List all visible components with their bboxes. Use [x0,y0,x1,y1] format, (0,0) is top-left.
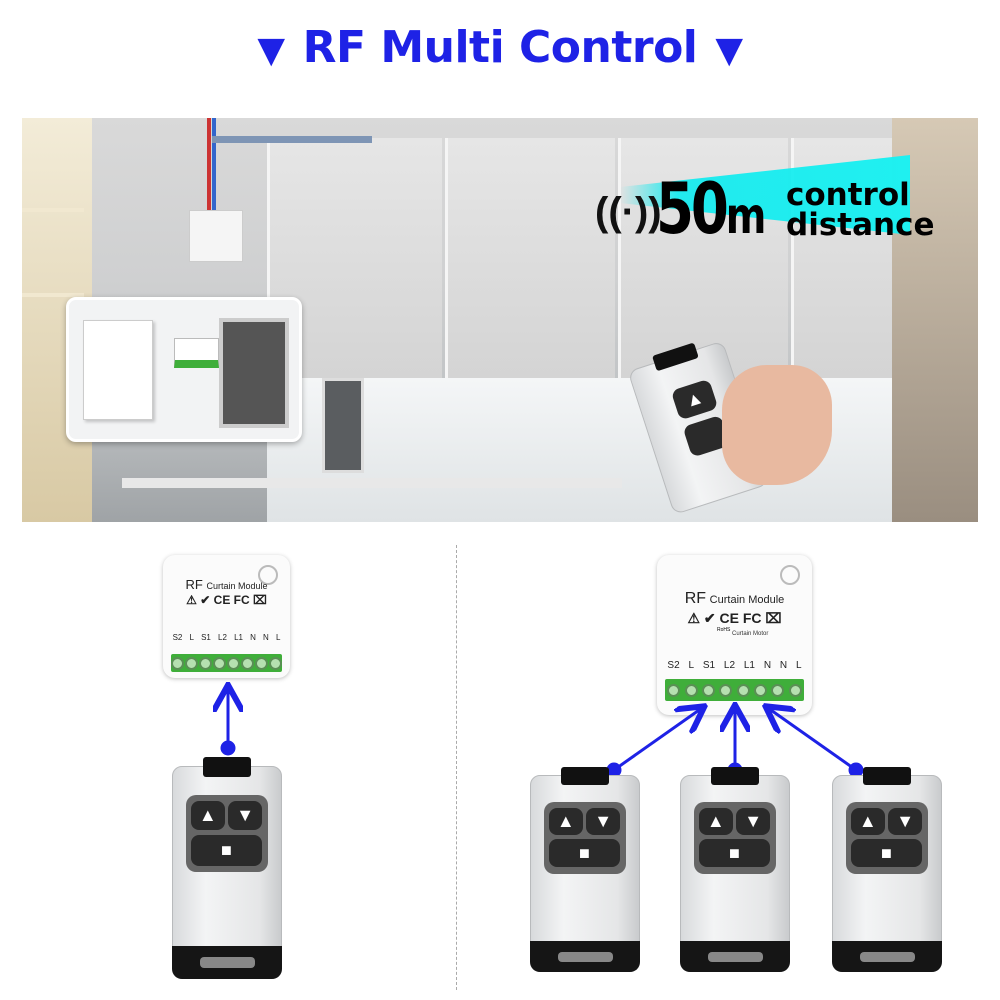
wire [207,118,211,218]
rf-remote: ▲ ▼ ■ [172,757,282,979]
shelf [22,208,84,212]
rf-remote: ▲ ▼ ■ [530,767,640,972]
stop-button[interactable]: ■ [190,834,263,866]
stop-button[interactable]: ■ [850,838,923,868]
down-button[interactable]: ▼ [736,808,771,835]
rf-remote: ▲ ▼ ■ [680,767,790,972]
cert-icons: ⚠ ✔ CE FC ⌧ [687,610,782,626]
desk [122,478,622,488]
wire [212,118,216,218]
module-name: Curtain Module [206,581,268,591]
motor-label: Curtain Motor [732,631,769,637]
shelf [22,293,84,297]
page-title: ▼ RF Multi Control ▼ [0,22,1000,73]
roller-blind [445,138,615,378]
terminal-block [171,654,282,672]
wall-switch [189,210,243,262]
ring-icon [780,565,800,585]
distance-value: 50m [656,168,766,250]
curtain-module: RF Curtain Module ⚠ ✔ CE FC ⌧ RoHS Curta… [657,555,812,715]
arrow [768,708,857,772]
divider [456,545,457,990]
wall-switch-closeup [83,320,153,420]
rf-remote: ▲ ▼ ■ [832,767,942,972]
hand [722,365,832,485]
terminal-block [665,679,804,701]
arrow [613,708,702,772]
wall-box [219,318,289,428]
rohs-label: RoHS [717,627,731,633]
module-brand: RF [185,577,203,592]
module-brand: RF [684,590,707,607]
cert-icons: ⚠ ✔ CE FC ⌧ [186,593,267,607]
down-triangle-icon: ▼ [257,30,285,71]
monitor [322,378,364,473]
down-triangle-icon: ▼ [715,30,743,71]
down-button[interactable]: ▼ [228,801,263,831]
stop-button[interactable]: ■ [698,838,771,868]
up-button[interactable]: ▲ [850,808,885,835]
ring-icon [258,565,278,585]
stop-button[interactable]: ■ [548,838,621,868]
title-text: RF Multi Control [302,22,698,73]
down-button[interactable]: ▼ [888,808,923,835]
up-button[interactable]: ▲ [190,801,225,831]
motor-tube [212,136,372,143]
up-button[interactable]: ▲ [698,808,733,835]
up-button[interactable]: ▲ [548,808,583,835]
arrow-dot [220,740,236,756]
down-button[interactable]: ▼ [586,808,621,835]
signal-antenna-icon: ((·)) [595,190,662,234]
mini-module [174,338,219,368]
installation-callout [66,297,302,442]
module-name: Curtain Module [709,594,785,606]
